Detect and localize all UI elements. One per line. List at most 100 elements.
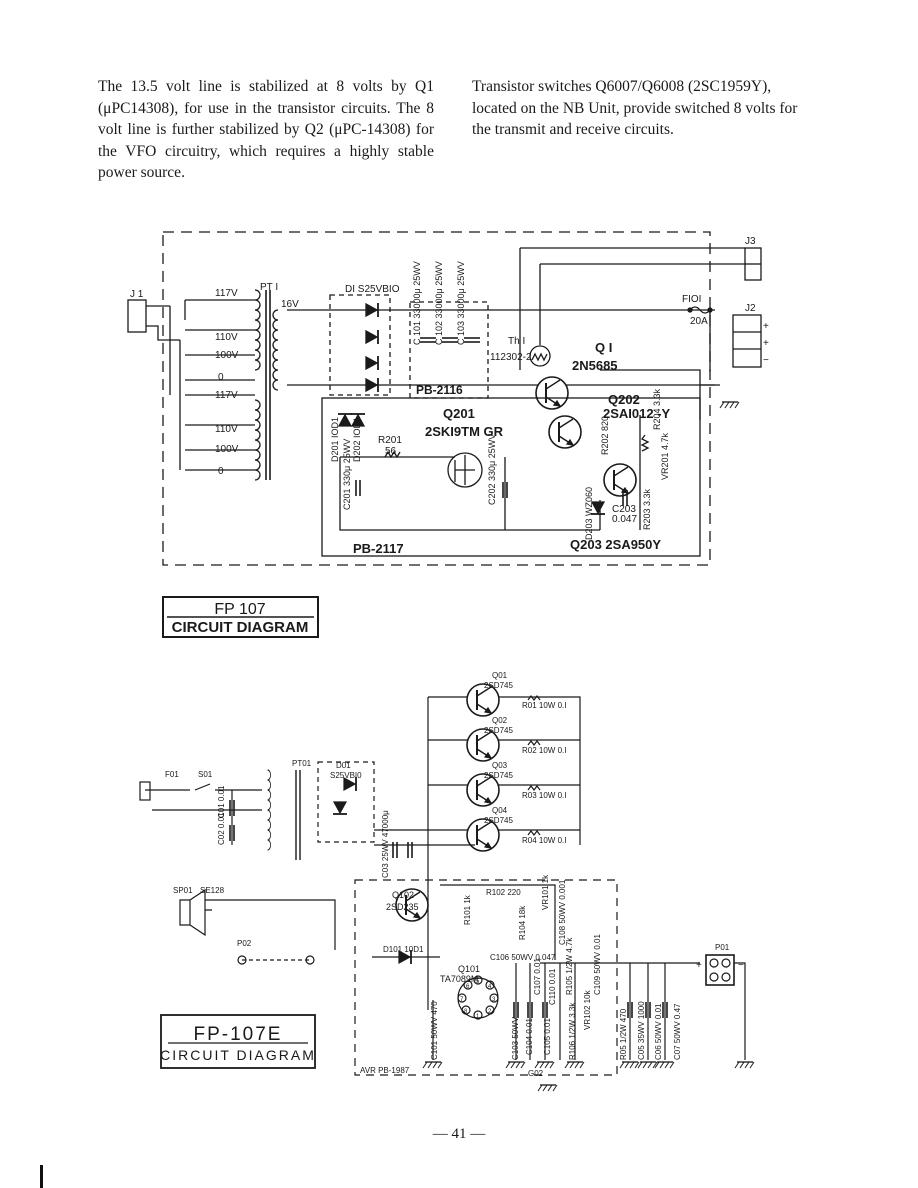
label-16v: 16V (281, 299, 299, 310)
fp107e-title-line1: FP-107E (194, 1024, 283, 1045)
label-c101e: C101 50WV 470 (430, 1001, 439, 1060)
p01-connector (705, 954, 735, 986)
pb2117-box (321, 397, 701, 557)
label-pin1: 1 (476, 1014, 480, 1020)
label-c103e: C103 50WV (511, 1016, 520, 1060)
label-g02: G02 (528, 1069, 544, 1078)
label-r101: R101 1k (463, 894, 472, 925)
label-pin7: 7 (460, 997, 464, 1003)
label-p01-plus: + (696, 960, 702, 971)
j1-connector (127, 299, 147, 333)
fp107e-labels: Q01 2SD745 Q02 2SD745 Q03 2SD745 Q04 2SD… (160, 671, 744, 1078)
label-c202: C202 330μ 25WV (487, 434, 497, 505)
label-j2-plus-2: + (763, 338, 769, 349)
label-r04: R04 10W 0.I (522, 836, 566, 845)
label-c110: C110 0.01 (548, 968, 557, 1005)
label-r02: R02 10W 0.I (522, 746, 566, 755)
label-pin3: 3 (492, 997, 496, 1003)
label-110v-a: 110V (215, 332, 238, 343)
label-c102: C 102 33000μ 25WV (434, 261, 444, 345)
label-vr101: VR101 1k (541, 874, 550, 910)
label-j3: J3 (745, 236, 756, 247)
label-q03-part: 2SD745 (484, 771, 513, 780)
label-j1: J 1 (130, 289, 144, 300)
label-pt1: PT I (260, 282, 278, 293)
label-r05: R05 1/2W 470 (619, 1008, 628, 1060)
label-q04-part: 2SD745 (484, 816, 513, 825)
label-r105: R105 1/2W 4.7k (565, 937, 574, 995)
label-0-b: 0 (218, 466, 224, 477)
label-th1: Th I (508, 336, 525, 347)
label-c03: C03 25WV 47000μ (381, 810, 390, 878)
fp107e-title-line2: CIRCUIT DIAGRAM (160, 1047, 316, 1063)
d1-bridge (329, 294, 391, 396)
label-q02: Q02 (492, 716, 508, 725)
label-q101: Q101 (458, 964, 480, 974)
label-c06: C06 50WV 0.01 (654, 1003, 663, 1060)
label-se128: SE128 (200, 886, 225, 895)
label-c203-val: 0.047 (612, 514, 637, 525)
label-vr102: VR102 10k (583, 989, 592, 1030)
label-d101: D101 10D1 (383, 945, 424, 954)
label-th-part: 112302-2 (490, 352, 532, 363)
label-c104e: C104 0.01 (525, 1018, 534, 1055)
label-pin2: 2 (488, 1009, 492, 1015)
label-d1: DI S25VBIO (345, 284, 400, 295)
label-q203: Q203 2SA950Y (570, 537, 661, 552)
label-100v-b: 100V (215, 444, 239, 455)
label-pt01: PT01 (292, 759, 312, 768)
label-c203: C203 (612, 504, 636, 515)
label-r201-val: 56 (385, 446, 397, 457)
label-f101: FIOI (682, 294, 701, 305)
pb2116-box (409, 301, 489, 399)
label-r102: R102 220 (486, 888, 521, 897)
label-q01-part: 2SD745 (484, 681, 513, 690)
label-j2-minus-1: − (763, 355, 769, 366)
fp107-chassis-frame (162, 231, 711, 566)
label-pb2117: PB-2117 (353, 541, 404, 556)
label-p01-minus: − (738, 960, 744, 971)
label-avr: AVR PB-1987 (360, 1066, 410, 1075)
speaker-sp01 (179, 888, 206, 937)
label-pb2116: PB-2116 (416, 383, 463, 397)
label-d01: D01 (336, 761, 351, 770)
label-p02: P02 (237, 939, 252, 948)
label-c105e: C105 0.01 (543, 1018, 552, 1055)
label-d01-part: S25VBI0 (330, 771, 362, 780)
label-c05: C05 35WV 1000 (637, 1001, 646, 1060)
label-r203: R203 3.3k (642, 488, 652, 530)
fp107-title-line1: FP 107 (214, 601, 265, 618)
label-vr201: VR201 4.7k (660, 432, 670, 480)
label-d203: D203 WZ060 (584, 487, 594, 540)
fp107e-diagram (139, 683, 755, 1092)
label-c108: C108 50WV 0.001 (558, 879, 567, 945)
fp107-labels: J 1 J3 J2 + + − 117V 110V 100V 0 117V 11… (130, 236, 769, 636)
label-c07: C07 50WV 0.47 (673, 1003, 682, 1060)
binding-mark (40, 1165, 43, 1188)
label-q02-part: 2SD745 (484, 726, 513, 735)
label-c01: C01 0.01 (217, 785, 226, 818)
left-paragraph: The 13.5 volt line is stabilized at 8 vo… (98, 78, 434, 181)
label-q04: Q04 (492, 806, 508, 815)
label-q201-part: 2SKI9TM GR (425, 424, 504, 439)
label-q202: Q202 (608, 392, 640, 407)
label-c201: C201 330μ 25WV (342, 439, 352, 510)
label-q202-part: 2SAI012 -Y (603, 406, 671, 421)
label-c107: C107 0.01 (533, 958, 542, 995)
label-r202: R202 820 (600, 416, 610, 455)
fp107-title-box (162, 596, 319, 638)
fp107-title-line2: CIRCUIT DIAGRAM (172, 619, 309, 636)
label-r106: R106 1/2W 3.3k (568, 1002, 577, 1060)
label-q01: Q01 (492, 671, 508, 680)
label-q03: Q03 (492, 761, 508, 770)
label-q101-part: TA7089M (440, 974, 478, 984)
right-paragraph: Transistor switches Q6007/Q6008 (2SC1959… (472, 78, 798, 138)
label-c106: C106 50WV 0.047 (490, 953, 556, 962)
label-pin5: 5 (476, 979, 480, 985)
label-0-a: 0 (218, 372, 224, 383)
label-j2-plus-1: + (763, 321, 769, 332)
label-q102: Q102 (392, 890, 414, 900)
label-q1: Q I (595, 340, 612, 355)
label-c109: C109 50WV 0.01 (593, 934, 602, 995)
